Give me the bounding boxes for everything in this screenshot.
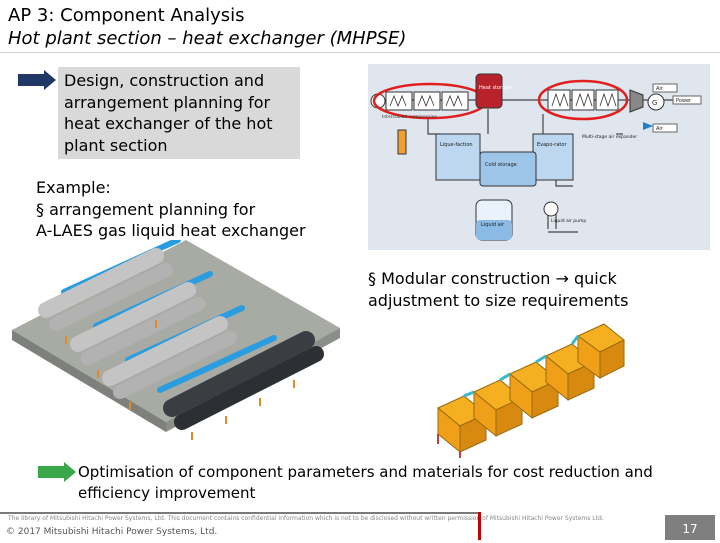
liquefaction-label: Lique-faction — [440, 142, 473, 148]
footer-copyright: © 2017 Mitsubishi Hitachi Power Systems,… — [6, 527, 218, 537]
cold-storage-label: Cold storage — [485, 162, 517, 168]
example-line1: arrangement planning for — [49, 199, 256, 219]
footer-divider — [0, 512, 478, 514]
evaporator-box — [532, 133, 574, 181]
power-label: Power — [676, 98, 692, 104]
arrow-right-icon — [38, 462, 76, 482]
intro-box — [58, 67, 300, 159]
exchanger-module-2 — [70, 271, 213, 365]
heat-exchanger-render — [12, 240, 340, 440]
intercooled-compression-label: Intercooled compression — [382, 114, 437, 120]
intro-text: Design, construction and arrangement pla… — [64, 71, 273, 155]
highlight-ellipse-right — [537, 79, 629, 121]
footer — [0, 512, 720, 540]
example-block: Example: § arrangement planning for A-LA… — [36, 177, 306, 242]
evaporator-label: Evapo-rator — [537, 142, 567, 148]
optimisation-text: Optimisation of component parameters and… — [78, 463, 653, 502]
liquid-air-label: Liquid air — [481, 222, 505, 228]
cold-storage-tank — [479, 151, 537, 187]
example-line2: A-LAES gas liquid heat exchanger — [36, 221, 306, 240]
modular-blocks-render — [437, 323, 625, 458]
svg-text:G: G — [652, 99, 657, 107]
process-diagram: G Heat storage Intercooled compression L… — [368, 64, 710, 250]
air-out-label: Air — [656, 126, 664, 132]
title-divider — [0, 52, 720, 53]
air-in-label: Air — [656, 86, 664, 92]
page-title: AP 3: Component Analysis — [8, 5, 245, 26]
bullet-icon: § — [36, 199, 44, 219]
example-heading: Example: — [36, 178, 111, 197]
modular-text: Modular construction → quick adjustment … — [368, 269, 629, 310]
bullet-icon: § — [368, 269, 376, 288]
exchanger-module-4 — [157, 331, 324, 430]
footer-accent-bar — [478, 512, 481, 540]
exchanger-module-3 — [102, 305, 245, 399]
expander-label: Multi-stage air expander — [582, 134, 637, 140]
pump-icon — [543, 201, 559, 217]
example-bullet-line: § arrangement planning for — [36, 199, 306, 221]
pump-label: Liquid air pump — [551, 218, 586, 224]
liquefaction-box — [435, 133, 481, 181]
heat-storage-label: Heat storage — [479, 85, 511, 91]
heat-storage-tank — [475, 73, 503, 109]
base-plate — [12, 240, 340, 422]
modular-block: § Modular construction → quick adjustmen… — [368, 268, 708, 311]
exchanger-module-1 — [38, 240, 181, 331]
module-chain — [437, 323, 625, 454]
page-subtitle: Hot plant section – heat exchanger (MHPS… — [8, 28, 407, 49]
arrow-right-icon — [18, 70, 56, 90]
page-number: 17 — [665, 515, 715, 540]
footer-confidential: The library of Mitsubishi Hitachi Power … — [8, 515, 604, 522]
